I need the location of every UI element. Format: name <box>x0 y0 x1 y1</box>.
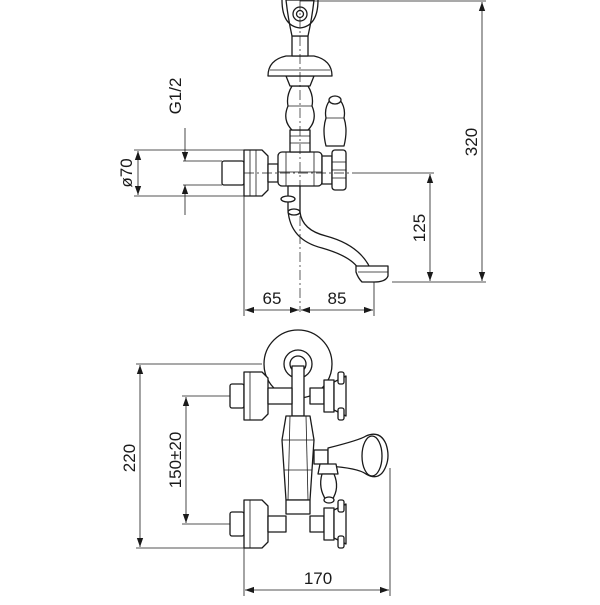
mixer-body-front <box>281 365 315 515</box>
label-height-total: 320 <box>462 128 481 156</box>
label-height-front: 220 <box>120 444 139 472</box>
cross-valve-side <box>321 149 347 191</box>
wall-connector-upper-front <box>229 371 293 421</box>
wall-connector-lower-front <box>229 499 287 549</box>
cross-valve-upper-front <box>309 371 347 421</box>
label-diameter: ø70 <box>117 158 136 187</box>
dimension-diameter: ø70 <box>117 149 244 197</box>
front-view: 220 150±20 170 <box>120 329 391 596</box>
dimension-front-width: 170 <box>243 468 391 596</box>
shower-outlet-front <box>263 329 333 399</box>
spout-side <box>280 185 389 283</box>
label-height-spout: 125 <box>410 214 429 242</box>
label-offset-wall: 65 <box>263 289 282 308</box>
dimension-horizontal-side: 65 85 <box>243 196 375 316</box>
label-thread: G1/2 <box>166 78 185 115</box>
dimension-front-height: 220 <box>120 363 262 549</box>
dimension-thread: G1/2 <box>166 78 222 215</box>
spout-front <box>313 433 389 504</box>
side-view: G1/2 ø70 320 125 65 85 <box>117 0 486 316</box>
dimension-center-distance: 150±20 <box>166 395 230 525</box>
dimension-total-height: 320 <box>300 0 486 283</box>
label-spout-reach: 85 <box>328 289 347 308</box>
label-width-total: 170 <box>304 569 332 588</box>
label-center-distance: 150±20 <box>166 432 185 489</box>
dimension-spout-height: 125 <box>352 172 434 281</box>
cross-valve-lower-front <box>309 499 347 549</box>
lever-handle-side <box>323 95 347 147</box>
